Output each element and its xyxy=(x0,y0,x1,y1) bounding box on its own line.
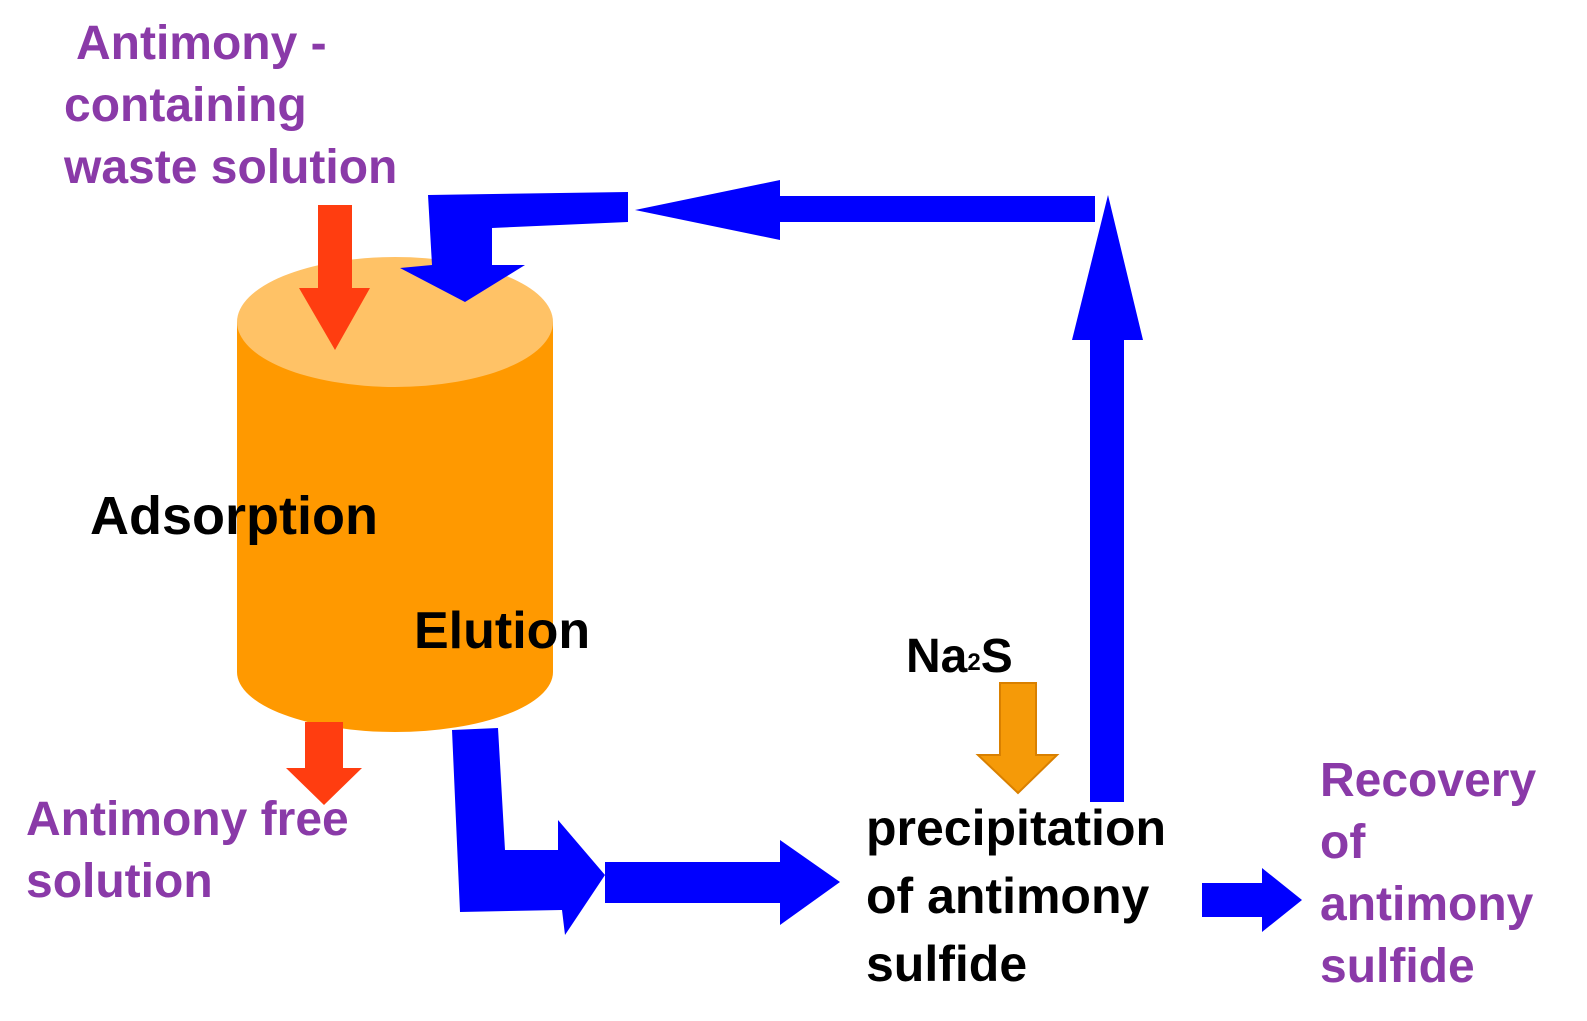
recovery-label-line-4: sulfide xyxy=(1320,940,1475,993)
eluate-elbow-arrow xyxy=(452,728,605,935)
effluent-label-line-1: Antimony free xyxy=(26,793,349,846)
precipitation-label: precipitation of antimony sulfide xyxy=(866,794,1166,998)
column-body xyxy=(237,322,553,732)
feed-label-line-1: Antimony - xyxy=(76,17,327,70)
elution-label: Elution xyxy=(414,602,591,660)
reagent-arrow xyxy=(975,682,1060,795)
recovery-label-line-3: antimony xyxy=(1320,878,1534,931)
effluent-arrow xyxy=(286,722,362,805)
recycle-up-arrow xyxy=(1072,195,1143,802)
precipitation-label-line-2: of antimony xyxy=(866,868,1150,924)
feed-label-line-2: containing xyxy=(64,79,307,132)
effluent-label-line-2: solution xyxy=(26,855,213,908)
reagent-formula-main: Na xyxy=(906,630,968,683)
recovery-label: Recovery of antimony sulfide xyxy=(1320,750,1536,998)
recycle-top-arrow xyxy=(635,180,1095,240)
recovery-label-line-2: of xyxy=(1320,816,1366,869)
effluent-label: Antimony free solution xyxy=(26,789,349,913)
adsorption-label: Adsorption xyxy=(90,486,378,546)
product-arrow xyxy=(1202,868,1302,932)
eluate-feed-arrow xyxy=(605,840,840,925)
reagent-label: Na2S xyxy=(906,628,1013,692)
feed-arrow xyxy=(299,205,370,350)
feed-label: Antimony - containing waste solution xyxy=(64,13,397,199)
reagent-formula-subscript: 2 xyxy=(967,649,981,676)
precipitation-label-line-1: precipitation xyxy=(866,800,1167,856)
recovery-label-line-1: Recovery xyxy=(1320,754,1537,807)
eluent-return-arrow xyxy=(400,192,628,302)
precipitation-label-line-3: sulfide xyxy=(866,936,1028,992)
feed-label-line-3: waste solution xyxy=(64,141,398,194)
reagent-formula-tail: S xyxy=(980,630,1013,683)
